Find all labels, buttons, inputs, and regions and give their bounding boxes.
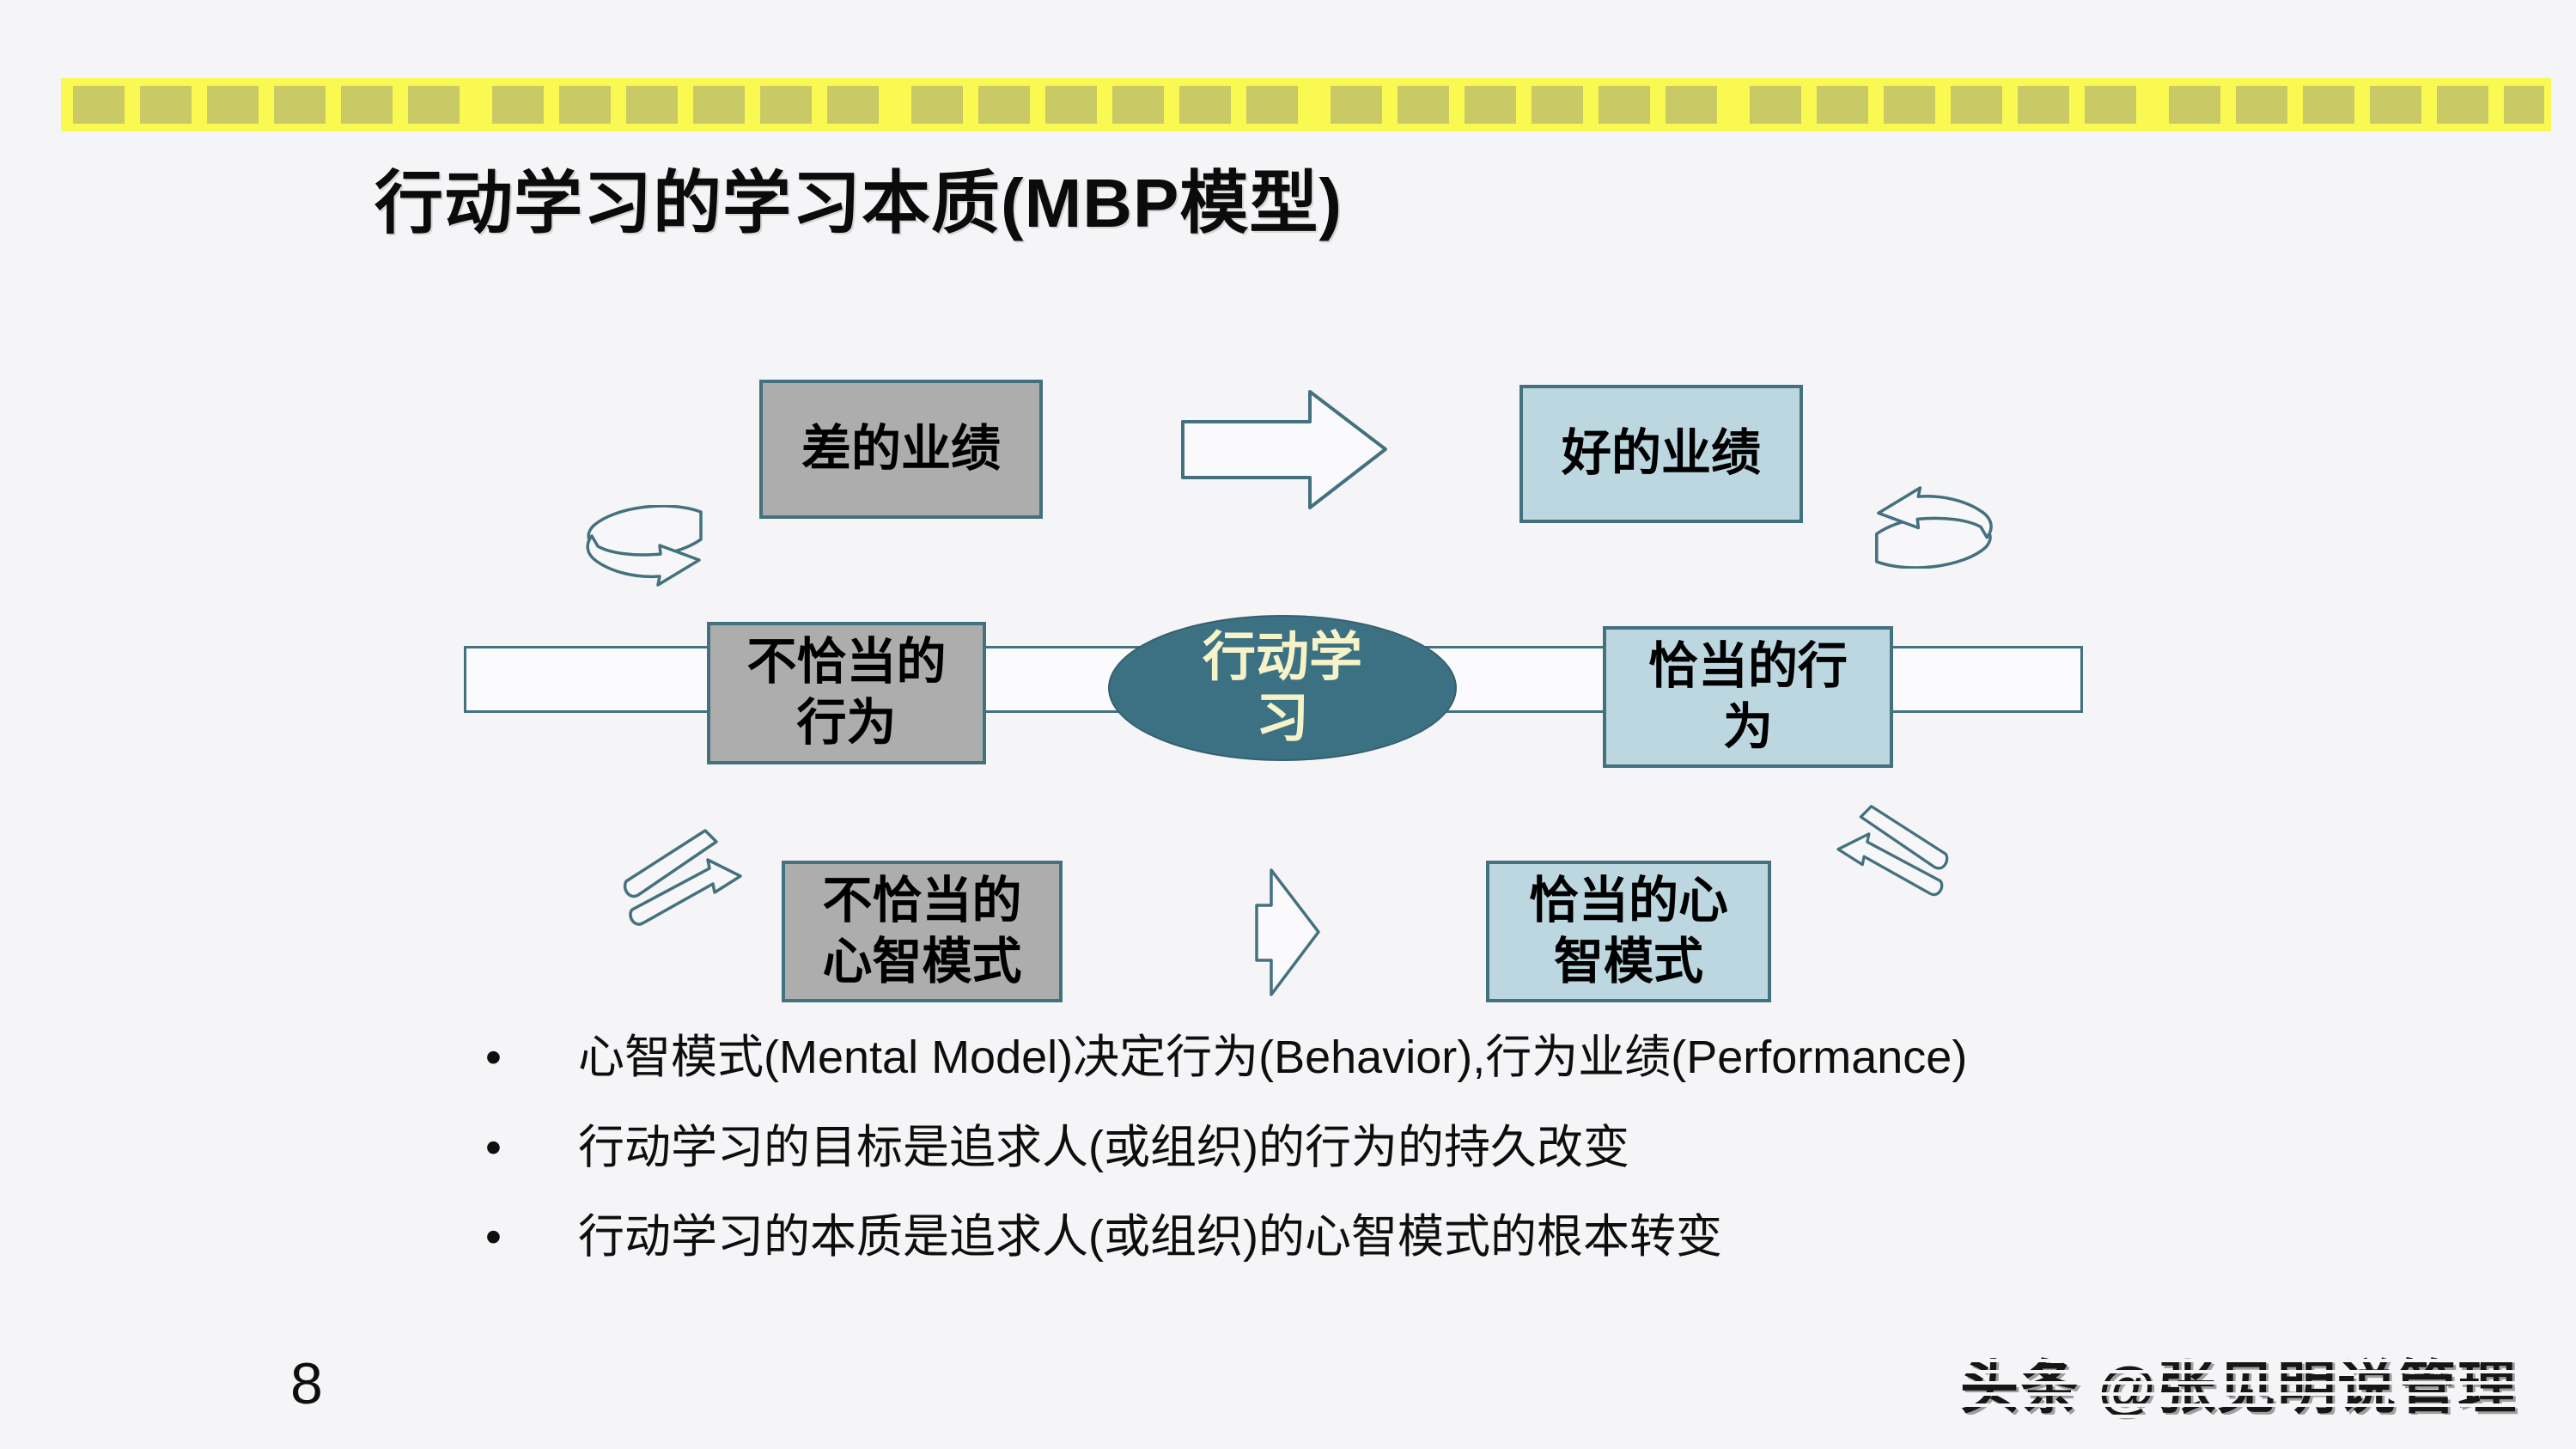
bullet-dot: • [485, 1032, 502, 1083]
ribbon-loop-arrow-icon [586, 505, 703, 587]
bullet-item: • 心智模式(Mental Model)决定行为(Behavior),行为业绩(… [485, 1029, 2169, 1087]
bullet-item: • 行动学习的目标是追求人(或组织)的行为的持久改变 [485, 1119, 2169, 1178]
thin-right-arrow-icon [1255, 868, 1320, 996]
bullet-text: 行动学习的目标是追求人(或组织)的行为的持久改变 [578, 1121, 1629, 1173]
ribbon-loop-arrow-icon [1836, 805, 1949, 897]
yellow-banner [61, 78, 2551, 131]
bullet-item: • 行动学习的本质是追求人(或组织)的心智模式的根本转变 [485, 1209, 2169, 1267]
box-proper-mental-model: 恰当的心 智模式 [1486, 861, 1771, 1002]
watermark: 头条 @张见明说管理 [1952, 1340, 2525, 1425]
ribbon-loop-arrow-icon [1875, 486, 1993, 569]
right-block-arrow-icon [1181, 390, 1387, 509]
box-improper-mental-model: 不恰当的 心智模式 [782, 861, 1063, 1002]
banner-squares-decoration [73, 86, 2544, 124]
action-learning-ellipse: 行动学 习 [1108, 615, 1457, 761]
page-title: 行动学习的学习本质(MBP模型) [375, 165, 1343, 241]
box-proper-behavior: 恰当的行 为 [1603, 626, 1893, 768]
ribbon-loop-arrow-icon [623, 829, 742, 926]
page-number: 8 [290, 1351, 323, 1416]
bullet-dot: • [485, 1121, 502, 1173]
box-poor-performance: 差的业绩 [759, 380, 1043, 519]
bullet-dot: • [485, 1211, 502, 1263]
bullet-text: 行动学习的本质是追求人(或组织)的心智模式的根本转变 [578, 1211, 1722, 1263]
box-improper-behavior: 不恰当的 行为 [707, 622, 986, 764]
box-good-performance: 好的业绩 [1519, 385, 1803, 523]
bullet-text: 心智模式(Mental Model)决定行为(Behavior),行为业绩(Pe… [578, 1032, 1968, 1083]
bullet-list: • 心智模式(Mental Model)决定行为(Behavior),行为业绩(… [485, 1029, 2169, 1299]
